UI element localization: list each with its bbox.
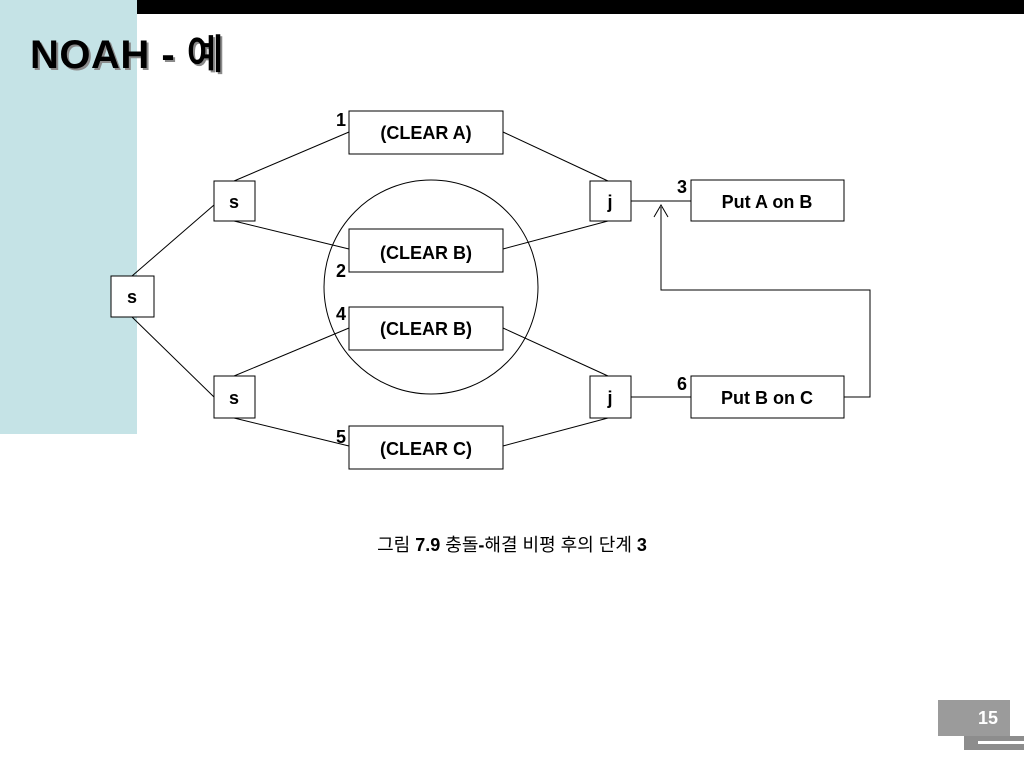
clear-a-label: (CLEAR A) xyxy=(380,123,471,143)
lower-s-label: s xyxy=(229,388,239,408)
clear-b-lower-label: (CLEAR B) xyxy=(380,319,472,339)
caption-figure-number: 7.9 xyxy=(415,535,441,555)
clear-c-box xyxy=(348,425,504,470)
ordering-arrow-line xyxy=(660,207,871,398)
edge-root-lower xyxy=(131,316,215,398)
put-b-on-c-label: Put B on C xyxy=(721,388,813,408)
upper-s-label: s xyxy=(229,192,239,212)
edge-lower-s-clear-b xyxy=(233,327,350,377)
connectors xyxy=(131,131,871,447)
edge-clear-c-lower-j xyxy=(502,417,609,447)
side-panel xyxy=(0,0,137,434)
put-a-on-b-box xyxy=(690,179,845,222)
lower-s-box xyxy=(213,375,256,419)
upper-s-box xyxy=(213,180,256,222)
put-a-on-b-label: Put A on B xyxy=(722,192,813,212)
clear-b-lower-box xyxy=(348,306,504,351)
edge-root-upper xyxy=(131,204,215,277)
caption-middle: 충돌 xyxy=(440,535,479,555)
lower-j-box xyxy=(589,375,632,419)
step-number-4: 4 xyxy=(336,304,346,324)
step-number-5: 5 xyxy=(336,427,346,447)
root-s-box xyxy=(110,275,155,318)
clear-b-upper-box xyxy=(348,228,504,273)
edge-clear-b-upper-j xyxy=(502,220,609,250)
page-number: 15 xyxy=(938,700,1010,736)
page-footer-line xyxy=(978,741,1024,744)
upper-j-box xyxy=(589,180,632,222)
caption-dash: - xyxy=(478,535,485,555)
slide-title: NOAH - 예 xyxy=(30,33,225,77)
clear-c-label: (CLEAR C) xyxy=(380,439,472,459)
edge-upper-s-clear-b xyxy=(233,220,350,250)
root-s-label: s xyxy=(127,287,137,307)
edge-lower-s-clear-c xyxy=(233,417,350,447)
figure-caption: 그림 7.9 충돌-해결 비평 후의 단계 3 xyxy=(0,531,1024,557)
step-number-3: 3 xyxy=(677,177,687,197)
edge-upper-s-clear-a xyxy=(233,131,350,182)
step-number-6: 6 xyxy=(677,374,687,394)
caption-step: 3 xyxy=(636,535,647,555)
step-number-1: 1 xyxy=(336,110,346,130)
caption-prefix: 그림 xyxy=(377,535,416,555)
edge-clear-b-lower-j xyxy=(502,327,609,377)
top-bar xyxy=(35,0,1024,14)
ordering-arrow-head xyxy=(653,204,669,218)
caption-suffix: 해결 비평 후의 단계 xyxy=(484,535,637,555)
step-number-2: 2 xyxy=(336,261,346,281)
put-b-on-c-box xyxy=(690,375,845,419)
clear-a-box xyxy=(348,110,504,155)
lower-j-label: j xyxy=(606,388,612,408)
upper-j-label: j xyxy=(606,192,612,212)
conflict-circle xyxy=(323,179,539,395)
edge-clear-a-upper-j xyxy=(502,131,609,182)
clear-b-upper-label: (CLEAR B) xyxy=(380,243,472,263)
